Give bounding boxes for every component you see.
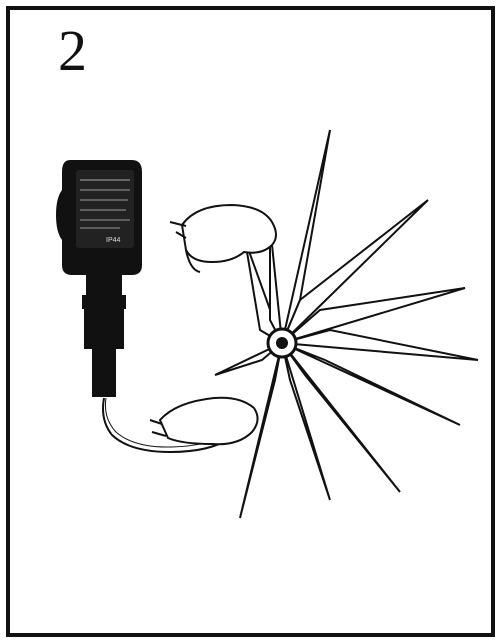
ip-rating-label: IP44	[106, 237, 121, 244]
hand-icon	[170, 205, 276, 272]
power-adapter-icon: IP44	[56, 160, 142, 397]
star-lamp-icon	[215, 130, 478, 518]
hand-icon	[150, 398, 258, 445]
